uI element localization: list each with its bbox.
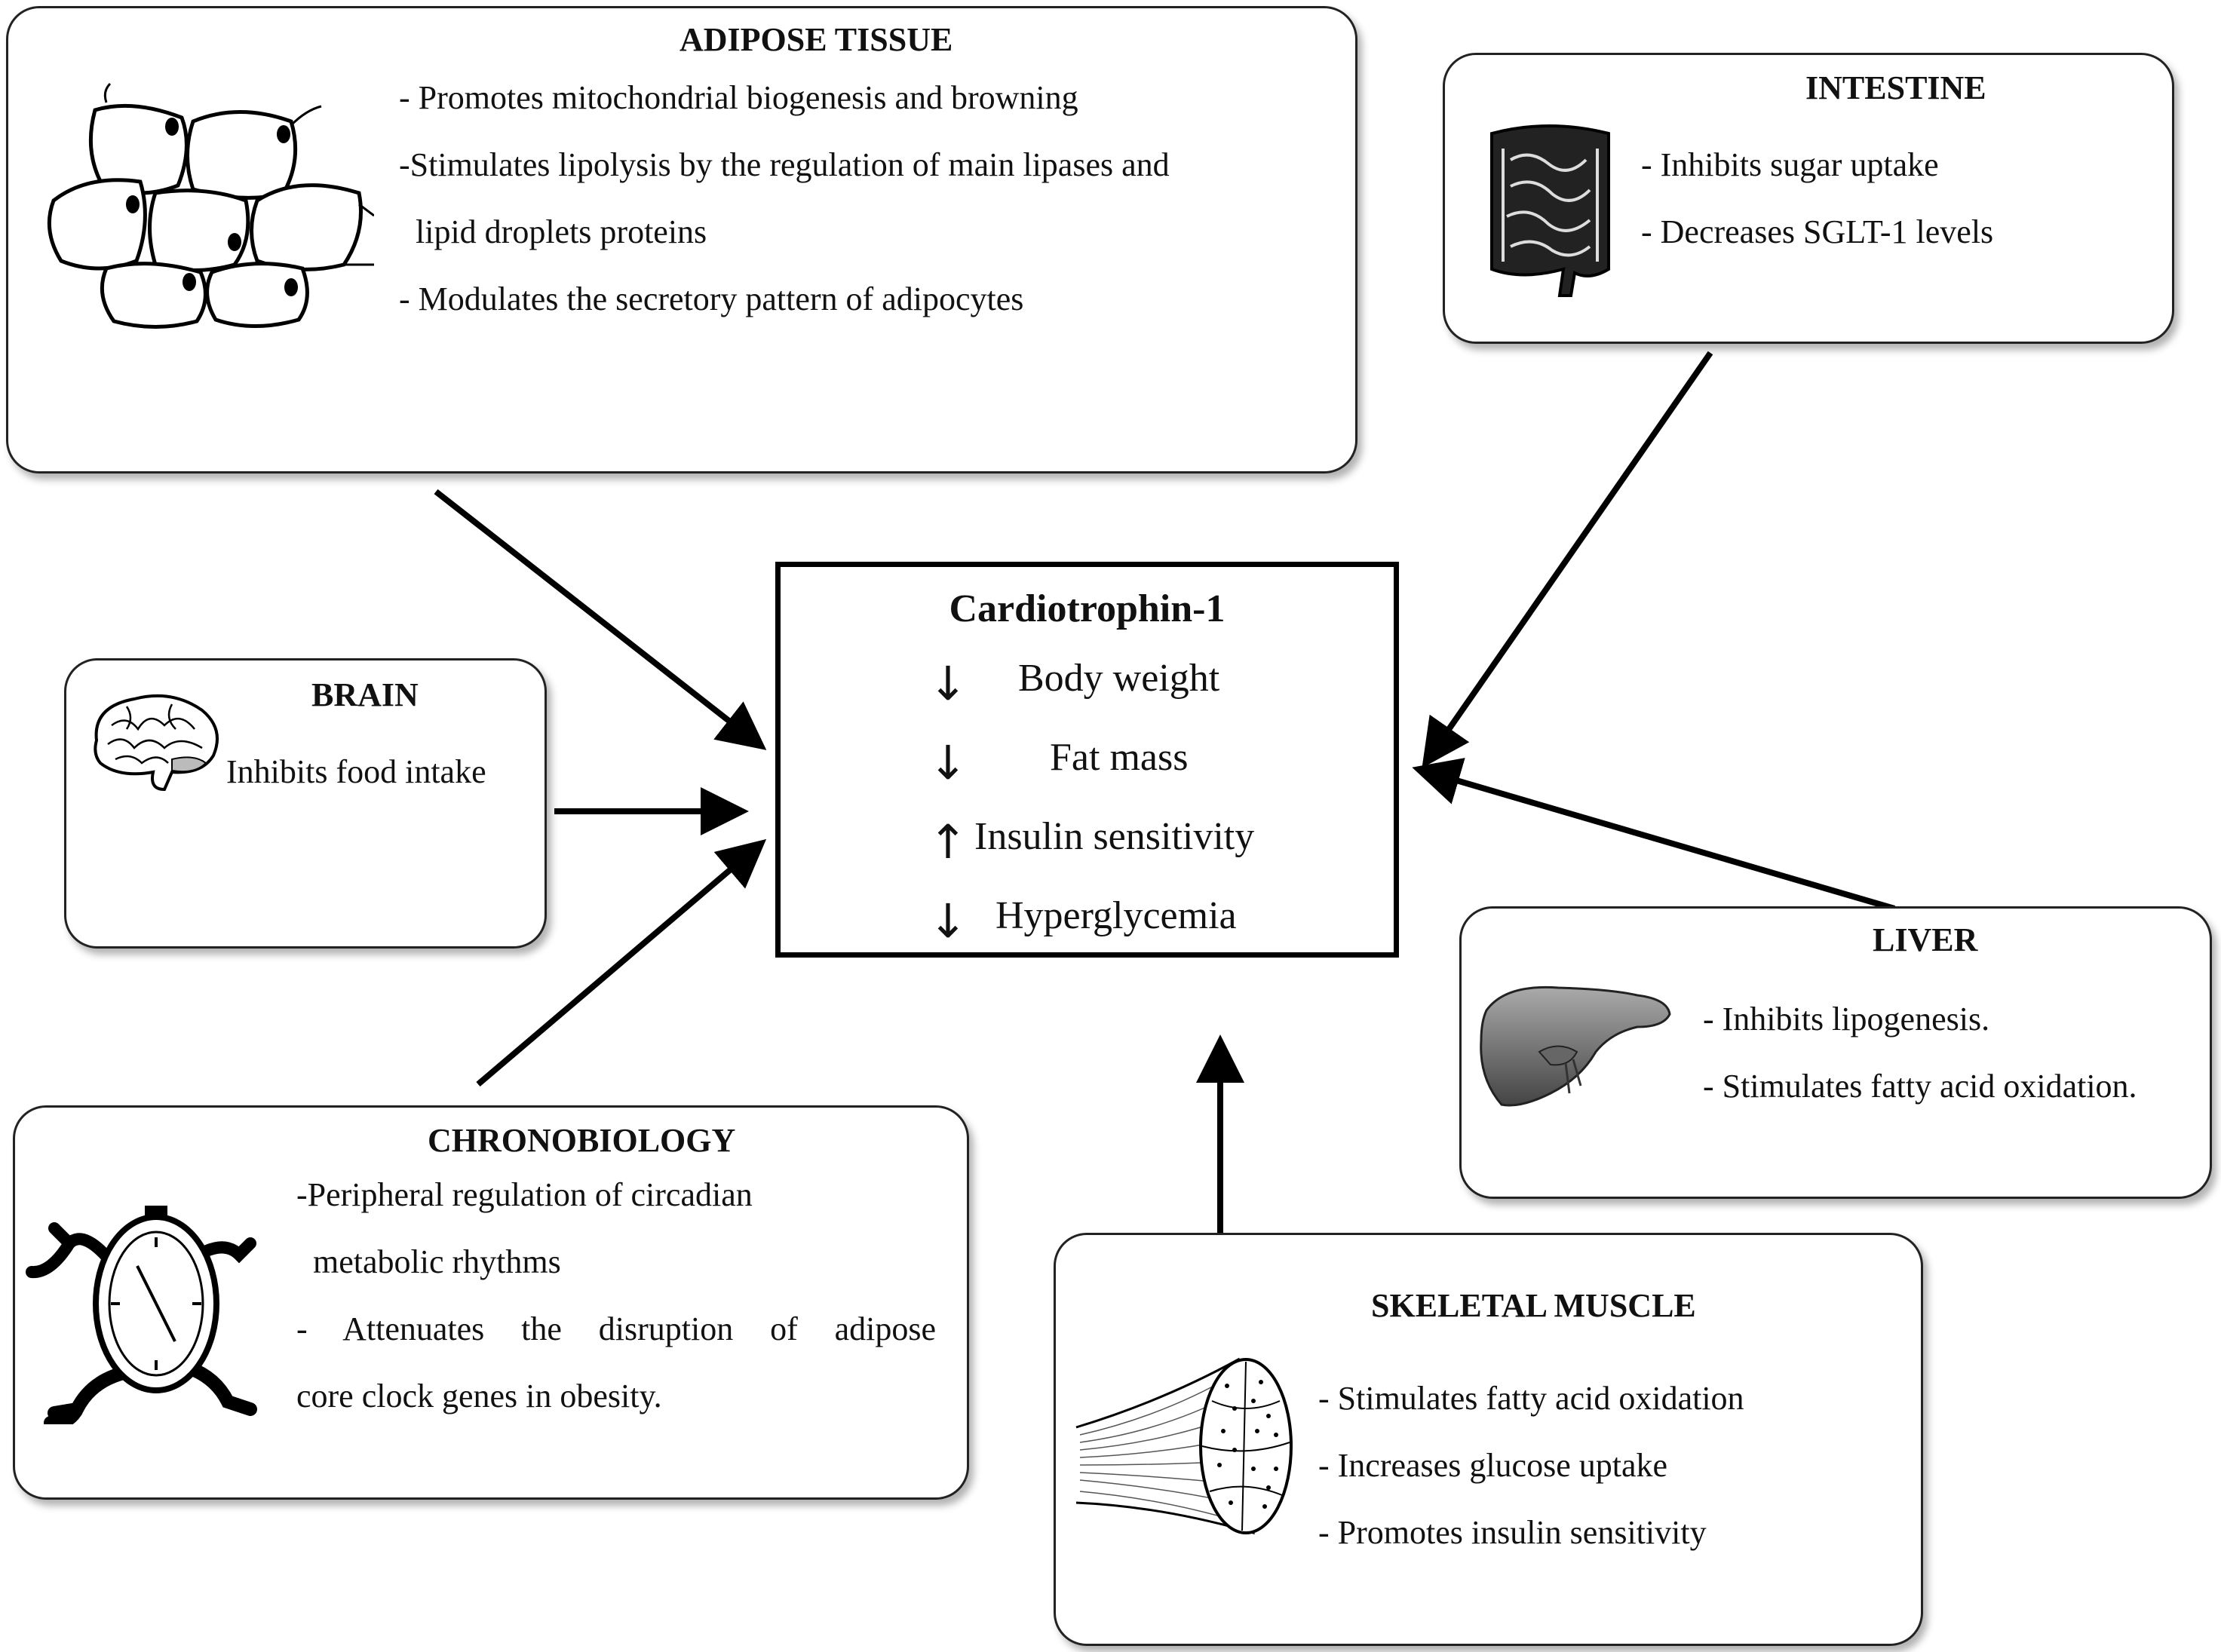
muscle-line-3: - Promotes insulin sensitivity bbox=[1318, 1514, 1707, 1551]
chronobiology-title: CHRONOBIOLOGY bbox=[428, 1122, 736, 1159]
adipose-line-2: -Stimulates lipolysis by the regulation … bbox=[399, 146, 1170, 183]
liver-icon bbox=[1480, 985, 1671, 1107]
liver-line-1: - Inhibits lipogenesis. bbox=[1703, 1001, 1990, 1037]
effect-hyperglycemia: Hyperglycemia bbox=[995, 894, 1237, 937]
cardiotrophin-title: Cardiotrophin-1 bbox=[949, 587, 1226, 630]
arrow-intestine-to-center bbox=[1422, 351, 1713, 768]
running-clock-icon bbox=[26, 1206, 257, 1424]
intestine-line-1: - Inhibits sugar uptake bbox=[1641, 146, 1939, 183]
muscle-line-2: - Increases glucose uptake bbox=[1318, 1447, 1668, 1484]
muscle-fiber-icon bbox=[1075, 1357, 1293, 1535]
muscle-line-1: - Stimulates fatty acid oxidation bbox=[1318, 1380, 1744, 1417]
decrease-arrow-icon: ↓ bbox=[928, 656, 968, 711]
arrow-adipose-to-center bbox=[434, 489, 767, 750]
intestine-title: INTESTINE bbox=[1805, 69, 1986, 106]
chrono-line-2: metabolic rhythms bbox=[313, 1243, 561, 1280]
intestine-line-2: - Decreases SGLT-1 levels bbox=[1641, 213, 1994, 250]
effect-fat-mass: Fat mass bbox=[1050, 736, 1189, 779]
arrow-chrono-to-center bbox=[476, 838, 767, 1087]
intestine-icon bbox=[1490, 124, 1610, 297]
effect-body-weight: Body weight bbox=[1018, 657, 1220, 700]
adipose-line-1: - Promotes mitochondrial biogenesis and … bbox=[399, 79, 1078, 116]
adipocytes-icon bbox=[47, 82, 374, 329]
intestine-box: INTESTINE - Inhibits sugar uptake - Decr… bbox=[1443, 53, 2174, 344]
chrono-line-1: -Peripheral regulation of circadian bbox=[296, 1176, 753, 1213]
brain-line-1: Inhibits food intake bbox=[226, 753, 486, 790]
chrono-line-4: core clock genes in obesity. bbox=[296, 1378, 662, 1414]
adipose-line-4: - Modulates the secretory pattern of adi… bbox=[399, 280, 1024, 317]
brain-box: BRAIN Inhibits food intake bbox=[64, 658, 547, 949]
adipose-title: ADIPOSE TISSUE bbox=[679, 21, 953, 58]
chronobiology-box: CHRONOBIOLOGY -Peripheral regulation of … bbox=[13, 1105, 969, 1500]
chrono-line-3: - Attenuates the disruption of adipose bbox=[296, 1310, 936, 1347]
adipose-tissue-box: ADIPOSE TISSUE - Promotes mitochondrial … bbox=[6, 6, 1357, 474]
adipose-line-3: lipid droplets proteins bbox=[416, 213, 707, 250]
arrow-liver-to-center bbox=[1412, 758, 1896, 912]
brain-icon bbox=[94, 694, 219, 792]
decrease-arrow-icon: ↓ bbox=[928, 735, 968, 790]
cardiotrophin-box: Cardiotrophin-1 ↓ Body weight ↓ Fat mass… bbox=[775, 562, 1399, 958]
skeletal-muscle-title: SKELETAL MUSCLE bbox=[1371, 1287, 1696, 1324]
brain-title: BRAIN bbox=[311, 676, 419, 713]
effect-insulin-sensitivity: Insulin sensitivity bbox=[974, 815, 1255, 858]
liver-box: LIVER - Inhibits lipogenesis. - Stimulat… bbox=[1459, 906, 2212, 1199]
decrease-arrow-icon: ↓ bbox=[928, 893, 968, 949]
skeletal-muscle-box: SKELETAL MUSCLE - Stimulates fatty acid … bbox=[1054, 1233, 1923, 1646]
liver-line-2: - Stimulates fatty acid oxidation. bbox=[1703, 1068, 2137, 1105]
liver-title: LIVER bbox=[1873, 921, 1978, 958]
increase-arrow-icon: ↑ bbox=[928, 814, 968, 869]
